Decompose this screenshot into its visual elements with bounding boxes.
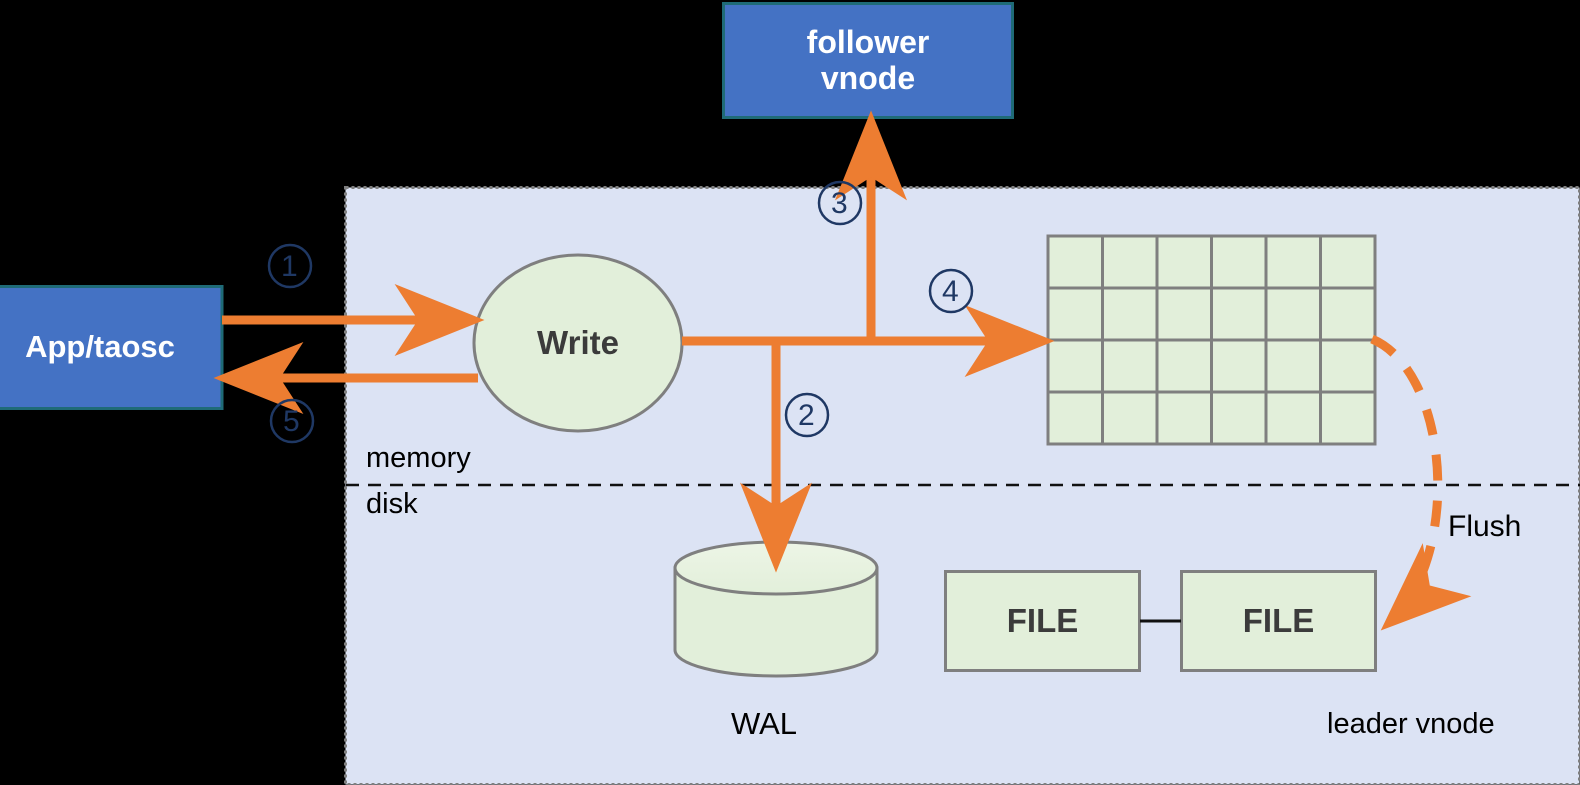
- step-circle-4: [928, 268, 974, 314]
- flush-label: Flush: [1448, 510, 1522, 543]
- step-circle-5: [269, 398, 315, 444]
- step-number-circles: [267, 180, 974, 444]
- step-circle-3: [817, 180, 863, 226]
- wal-cylinder: [673, 540, 879, 678]
- step-number-2: 2: [798, 399, 815, 432]
- follower-vnode-box: [722, 2, 1014, 119]
- write-ellipse: [472, 253, 684, 433]
- step-number-4: 4: [942, 275, 959, 308]
- file-box-left: [944, 570, 1141, 672]
- flush-arrow: [1370, 334, 1472, 631]
- memory-label: memory: [366, 442, 471, 474]
- step-number-5: 5: [283, 405, 300, 438]
- disk-label: disk: [366, 488, 418, 520]
- step-circle-1: [267, 243, 313, 289]
- step-circle-2: [784, 392, 830, 438]
- file-box-right: [1180, 570, 1377, 672]
- step-number-3: 3: [831, 187, 848, 220]
- leader-vnode-caption: leader vnode: [1327, 708, 1495, 740]
- memtable-grid: [1046, 234, 1377, 446]
- app-taosc-box: [0, 285, 224, 410]
- wal-caption: WAL: [731, 706, 798, 741]
- step-number-1: 1: [281, 250, 298, 283]
